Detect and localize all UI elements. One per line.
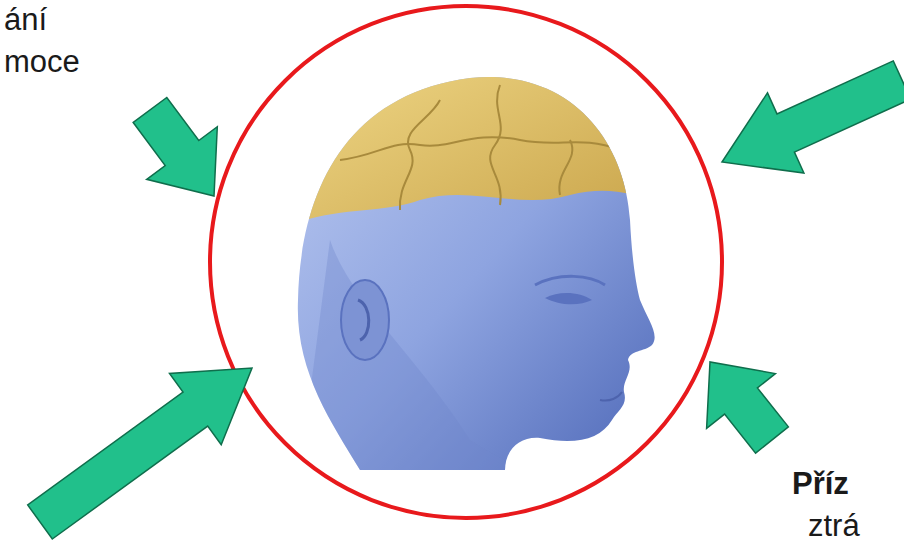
pointer-arrow (722, 61, 904, 173)
pointer-arrow (28, 368, 252, 539)
cropped-label: ání (4, 2, 47, 38)
pointer-arrow (133, 98, 217, 197)
cropped-label: moce (4, 44, 80, 80)
cropped-label: ztrá (808, 508, 860, 544)
pointer-arrow (707, 362, 789, 453)
cropped-label: Příz (792, 466, 849, 502)
